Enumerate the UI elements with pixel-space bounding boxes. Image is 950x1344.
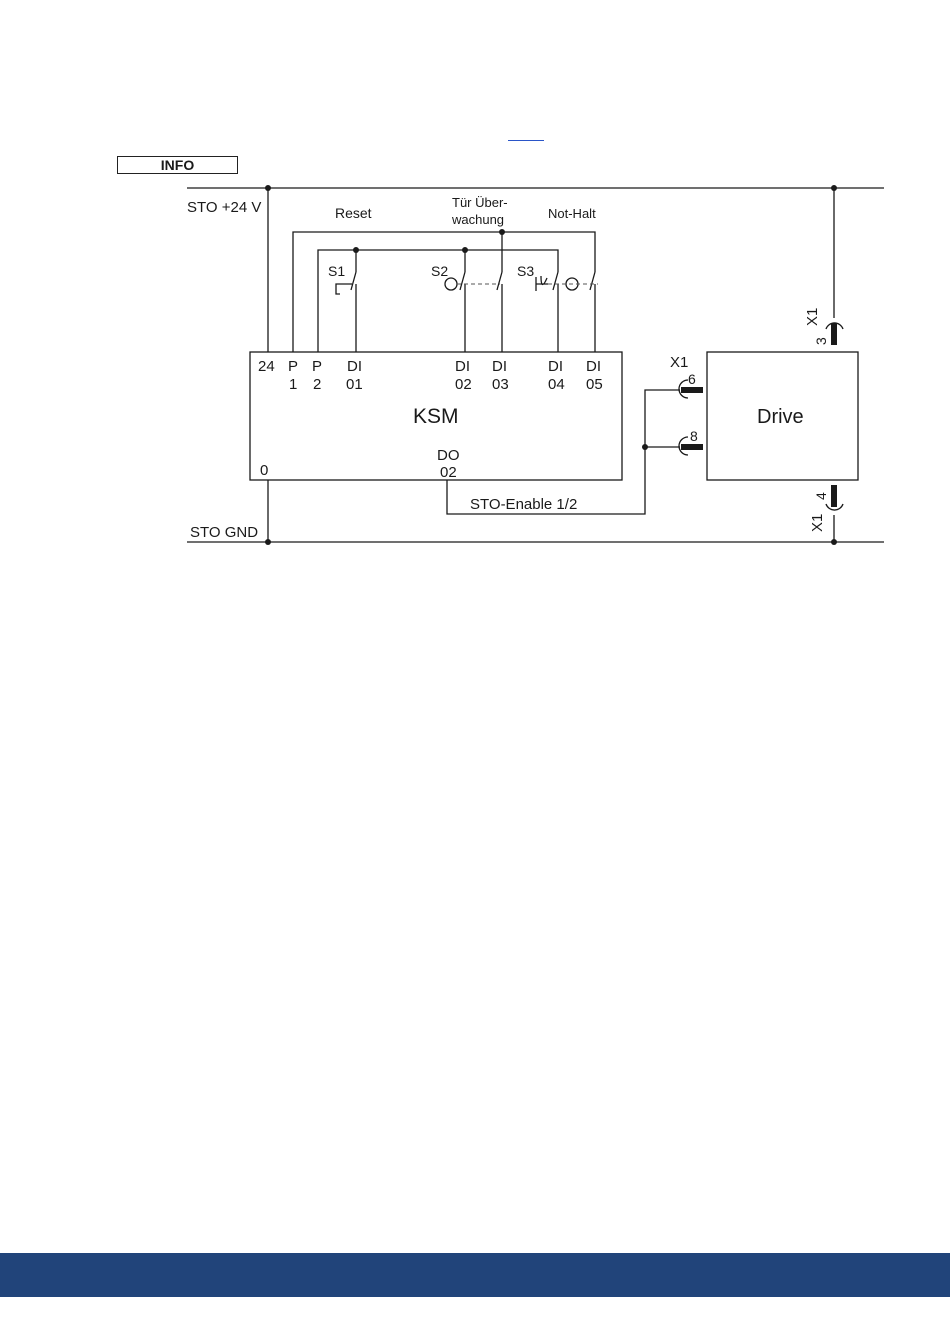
drive-pin-4: 4 xyxy=(813,492,829,500)
drive-pin-8: 8 xyxy=(690,428,698,444)
ksm-pin-di01-l1: DI xyxy=(347,358,362,375)
switch-s2-label: S2 xyxy=(431,263,448,279)
drive-title: Drive xyxy=(757,406,804,428)
drive-pin-3: 3 xyxy=(813,337,829,345)
ksm-pin-di05-l2: 05 xyxy=(586,376,603,393)
ksm-pin-p2-l2: 2 xyxy=(313,376,321,393)
estop-label: Not-Halt xyxy=(548,206,596,221)
switch-s1-label: S1 xyxy=(328,263,345,279)
switch-s3-label: S3 xyxy=(517,263,534,279)
door-label-1: Tür Über- xyxy=(452,195,508,210)
ksm-pin-24: 24 xyxy=(258,358,275,375)
drive-connector-x1-top: X1 xyxy=(804,308,821,326)
ksm-pin-di02-l1: DI xyxy=(455,358,470,375)
ksm-pin-di03-l2: 03 xyxy=(492,376,509,393)
ksm-do-label-2: 02 xyxy=(440,464,457,481)
ksm-title: KSM xyxy=(413,405,459,428)
ksm-pin-p1-l2: 1 xyxy=(289,376,297,393)
drive-connector-x1-left: X1 xyxy=(670,354,688,371)
ksm-pin-di04-l1: DI xyxy=(548,358,563,375)
ksm-pin-di03-l1: DI xyxy=(492,358,507,375)
drive-connector-x1-bottom: X1 xyxy=(809,514,826,532)
ksm-pin-p2-l1: P xyxy=(312,358,322,375)
ksm-pin-di05-l1: DI xyxy=(586,358,601,375)
rail-24v-label: STO +24 V xyxy=(187,199,261,216)
ksm-pin-di01-l2: 01 xyxy=(346,376,363,393)
ksm-do-label-1: DO xyxy=(437,447,460,464)
sto-enable-label: STO-Enable 1/2 xyxy=(470,496,577,513)
ksm-pin-di02-l2: 02 xyxy=(455,376,472,393)
ksm-pin-p1-l1: P xyxy=(288,358,298,375)
drive-pin-6: 6 xyxy=(688,371,696,387)
door-label-2: wachung xyxy=(451,212,504,227)
ksm-pin-di04-l2: 04 xyxy=(548,376,565,393)
ksm-pin-0: 0 xyxy=(260,462,268,479)
rail-gnd-label: STO GND xyxy=(190,524,258,541)
footer-bar xyxy=(0,1253,950,1297)
reset-label: Reset xyxy=(335,205,372,221)
